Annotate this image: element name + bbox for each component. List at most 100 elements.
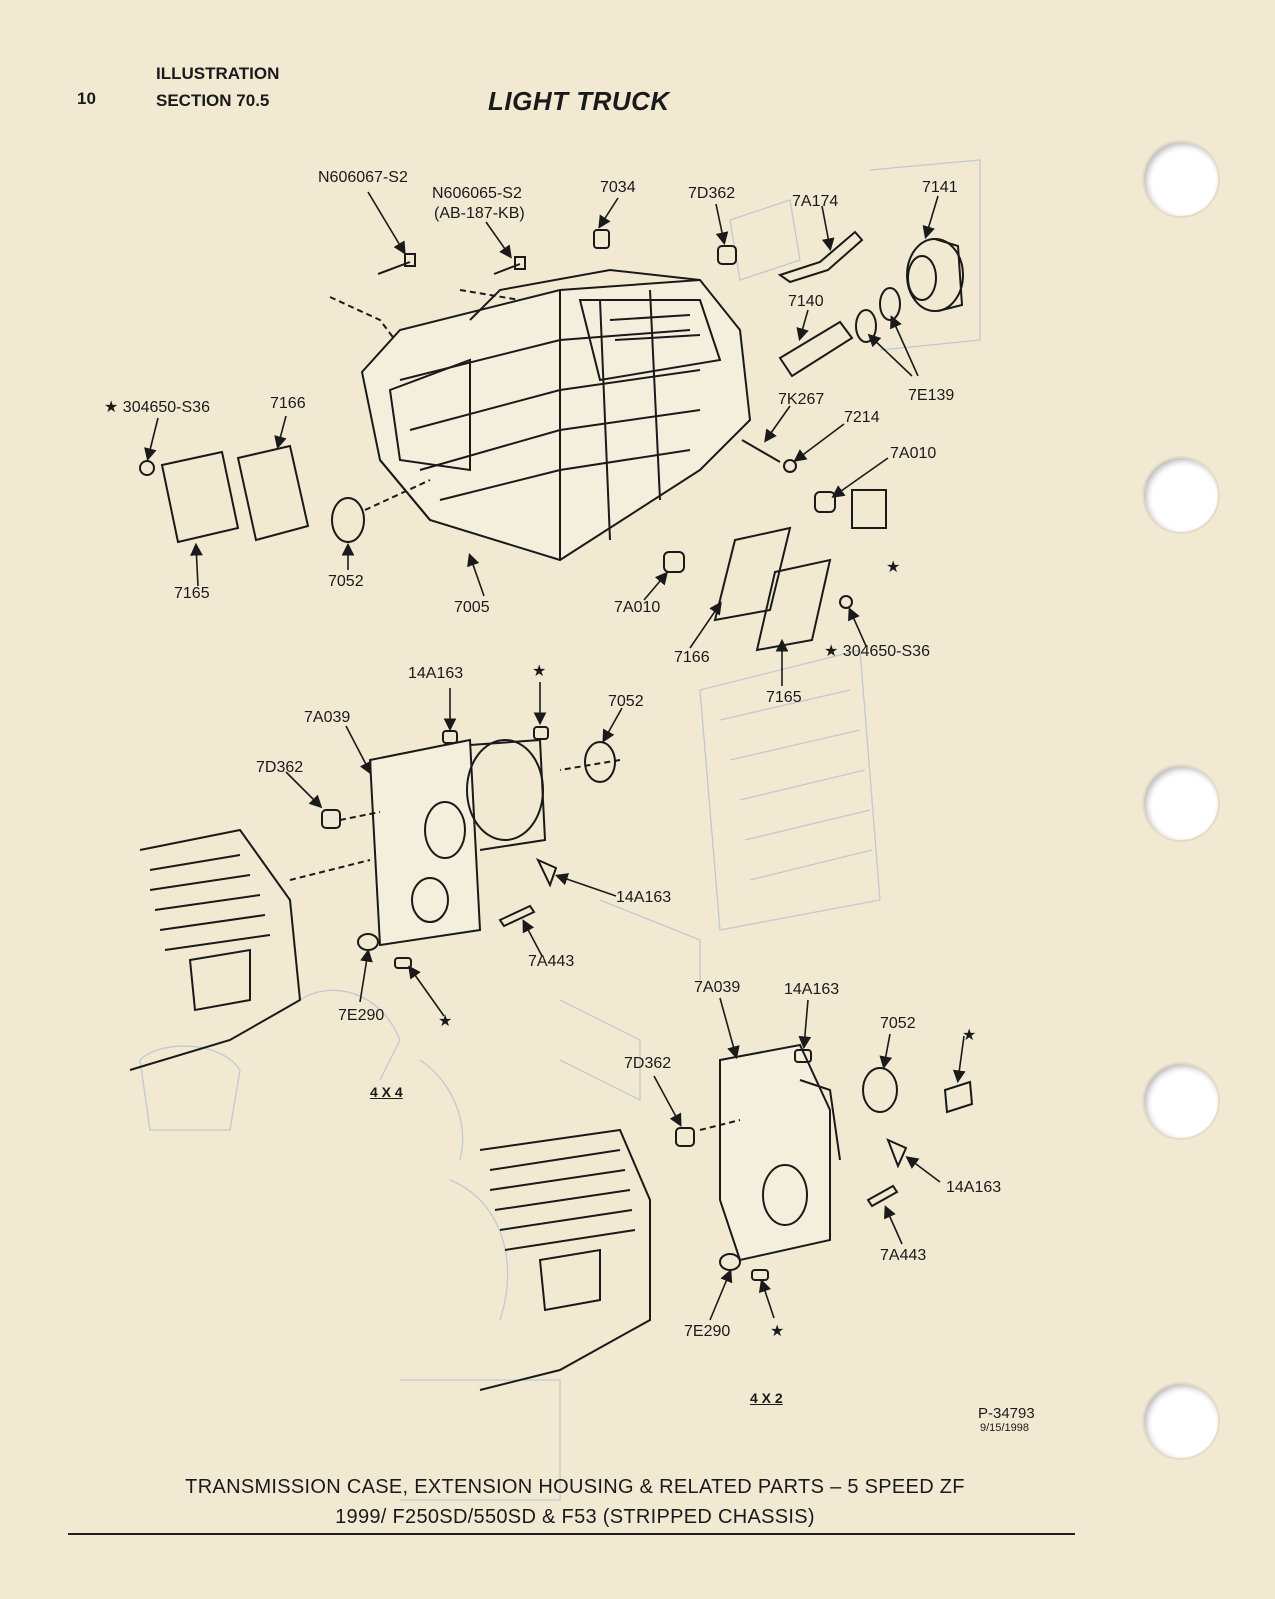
transmission-rear-4x4 bbox=[129, 828, 302, 1071]
part-label: 7052 bbox=[608, 693, 644, 710]
part-label: 7D362 bbox=[256, 759, 303, 776]
part-7a010-plug bbox=[663, 551, 685, 573]
part-label: 7166 bbox=[270, 395, 306, 412]
part-7e139-bearing bbox=[879, 287, 901, 321]
bolt-n606065 bbox=[493, 256, 526, 275]
part-label: 7214 bbox=[844, 409, 880, 426]
part-304650-bolt bbox=[839, 595, 853, 609]
leader-lines bbox=[144, 191, 966, 1321]
part-7140-shaft bbox=[778, 320, 854, 378]
binder-hole bbox=[1144, 766, 1218, 840]
part-dowel bbox=[533, 726, 549, 740]
part-label: 7141 bbox=[922, 179, 958, 196]
part-label: 7A039 bbox=[694, 979, 740, 996]
binder-hole bbox=[1144, 142, 1218, 216]
part-7a174 bbox=[777, 230, 864, 284]
part-label: 7052 bbox=[880, 1015, 916, 1032]
figure-reference: P-34793 bbox=[978, 1405, 1035, 1422]
extension-housing-4x2 bbox=[719, 1043, 841, 1262]
part-label: 7E290 bbox=[338, 1007, 384, 1024]
part-label: 7E290 bbox=[684, 1323, 730, 1340]
part-label: ★ bbox=[962, 1027, 976, 1044]
part-label: 7165 bbox=[766, 689, 802, 706]
part-14a163 bbox=[886, 1138, 908, 1169]
part-label: N606067-S2 bbox=[318, 169, 408, 186]
caption-line-2: 1999/ F250SD/550SD & F53 (STRIPPED CHASS… bbox=[335, 1506, 815, 1528]
part-label: 7166 bbox=[674, 649, 710, 666]
part-label: 14A163 bbox=[946, 1179, 1001, 1196]
part-label: ★ bbox=[532, 663, 546, 680]
part-7a443-bolt bbox=[498, 904, 536, 928]
header-section: SECTION 70.5 bbox=[156, 91, 270, 110]
part-label: 7A443 bbox=[528, 953, 574, 970]
part-label: 7005 bbox=[454, 599, 490, 616]
part-7165-plate bbox=[755, 558, 832, 652]
part-7165-plate bbox=[160, 450, 240, 544]
binder-hole bbox=[1144, 458, 1218, 532]
figure-date: 9/15/1998 bbox=[980, 1422, 1029, 1434]
part-label: 7A174 bbox=[792, 193, 838, 210]
part-label: N606065-S2 bbox=[432, 185, 522, 202]
part-label: (AB-187-KB) bbox=[434, 205, 525, 222]
part-7214 bbox=[783, 459, 797, 473]
caption-line-1: TRANSMISSION CASE, EXTENSION HOUSING & R… bbox=[185, 1476, 965, 1498]
part-14a163 bbox=[442, 730, 458, 744]
part-14a163 bbox=[535, 857, 558, 888]
part-7d362 bbox=[717, 245, 737, 265]
part-dowel bbox=[394, 957, 412, 969]
part-7e290 bbox=[357, 933, 379, 951]
part-7166-gasket bbox=[236, 444, 310, 542]
part-7e290 bbox=[719, 1253, 741, 1271]
part-7052-seal bbox=[331, 497, 365, 543]
part-label: ★ 304650-S36 bbox=[824, 643, 930, 660]
part-7166-gasket bbox=[713, 526, 792, 622]
part-7d362 bbox=[321, 809, 341, 829]
footer-rule bbox=[68, 1533, 1075, 1535]
part-label: 14A163 bbox=[784, 981, 839, 998]
part-label: 7K267 bbox=[778, 391, 824, 408]
binder-hole bbox=[1144, 1384, 1218, 1458]
part-label: 7A010 bbox=[890, 445, 936, 462]
part-7034 bbox=[593, 229, 610, 249]
part-label: 7052 bbox=[328, 573, 364, 590]
part-label: 7034 bbox=[600, 179, 636, 196]
part-label: 7D362 bbox=[624, 1055, 671, 1072]
part-label: 7E139 bbox=[908, 387, 954, 404]
part-label: 14A163 bbox=[616, 889, 671, 906]
part-label: 7140 bbox=[788, 293, 824, 310]
part-label: 7A010 bbox=[614, 599, 660, 616]
subassembly-4x4-label: 4 X 4 bbox=[370, 1084, 403, 1100]
part-14a163 bbox=[794, 1049, 812, 1063]
transmission-case bbox=[360, 268, 752, 562]
part-7052-seal bbox=[584, 741, 616, 783]
binder-hole bbox=[1144, 1064, 1218, 1138]
part-7141-gear bbox=[906, 238, 964, 312]
part-7052-seal bbox=[862, 1067, 898, 1113]
part-7e139-bearing bbox=[855, 309, 877, 343]
part-plate bbox=[943, 1080, 974, 1114]
part-label: 14A163 bbox=[408, 665, 463, 682]
transmission-rear-4x2 bbox=[479, 1128, 651, 1391]
part-label: ★ bbox=[438, 1013, 452, 1030]
part-7a010-plug bbox=[814, 491, 836, 513]
part-label: 7165 bbox=[174, 585, 210, 602]
part-label: ★ bbox=[770, 1323, 784, 1340]
bolt-n606067 bbox=[377, 253, 416, 275]
part-labels: N606067-S2 N606065-S2 (AB-187-KB) 7034 7… bbox=[104, 169, 1001, 1340]
part-dowel bbox=[751, 1269, 769, 1281]
part-7a443-bolt bbox=[866, 1184, 899, 1208]
header-illustration: ILLUSTRATION bbox=[156, 64, 280, 83]
part-7d362 bbox=[675, 1127, 695, 1147]
extension-housing-4x4 bbox=[368, 738, 547, 947]
page-title: LIGHT TRUCK bbox=[488, 86, 670, 116]
part-label: 7A443 bbox=[880, 1247, 926, 1264]
part-label: 7A039 bbox=[304, 709, 350, 726]
part-label: 7D362 bbox=[688, 185, 735, 202]
part-label: ★ 304650-S36 bbox=[104, 399, 210, 416]
part-switch-plate bbox=[851, 489, 887, 529]
page-number: 10 bbox=[77, 89, 96, 108]
part-304650-bolt bbox=[139, 460, 155, 476]
part-label: ★ bbox=[886, 559, 900, 576]
